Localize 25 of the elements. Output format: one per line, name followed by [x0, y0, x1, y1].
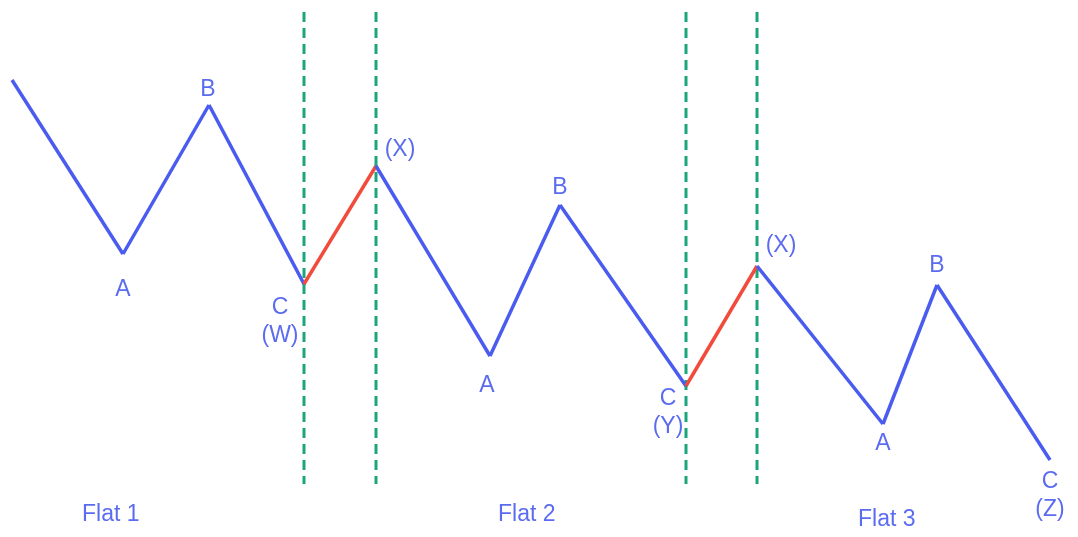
point-label: (X) — [375, 134, 425, 162]
point-label: A — [103, 274, 143, 302]
wave-line — [302, 165, 378, 285]
point-label: C (W) — [258, 292, 302, 348]
point-label: B — [540, 172, 580, 200]
wave-line — [935, 284, 1052, 461]
wave-line — [881, 284, 939, 425]
point-label: (X) — [756, 230, 806, 258]
wave-line — [10, 79, 125, 255]
section-label: Flat 2 — [498, 500, 556, 527]
point-label: B — [188, 74, 228, 102]
wave-line — [684, 265, 759, 387]
wave-line — [755, 264, 885, 426]
wave-line — [488, 204, 562, 357]
point-label: A — [467, 370, 507, 398]
wave-line — [558, 204, 688, 387]
point-label: C (Z) — [1028, 466, 1072, 522]
wave-line — [374, 165, 492, 357]
section-label: Flat 1 — [82, 500, 140, 527]
point-label: B — [917, 250, 957, 278]
point-label: A — [863, 428, 903, 456]
wave-line — [207, 104, 306, 285]
wave-line — [121, 104, 211, 255]
section-label: Flat 3 — [858, 505, 916, 532]
point-label: C (Y) — [646, 383, 690, 439]
